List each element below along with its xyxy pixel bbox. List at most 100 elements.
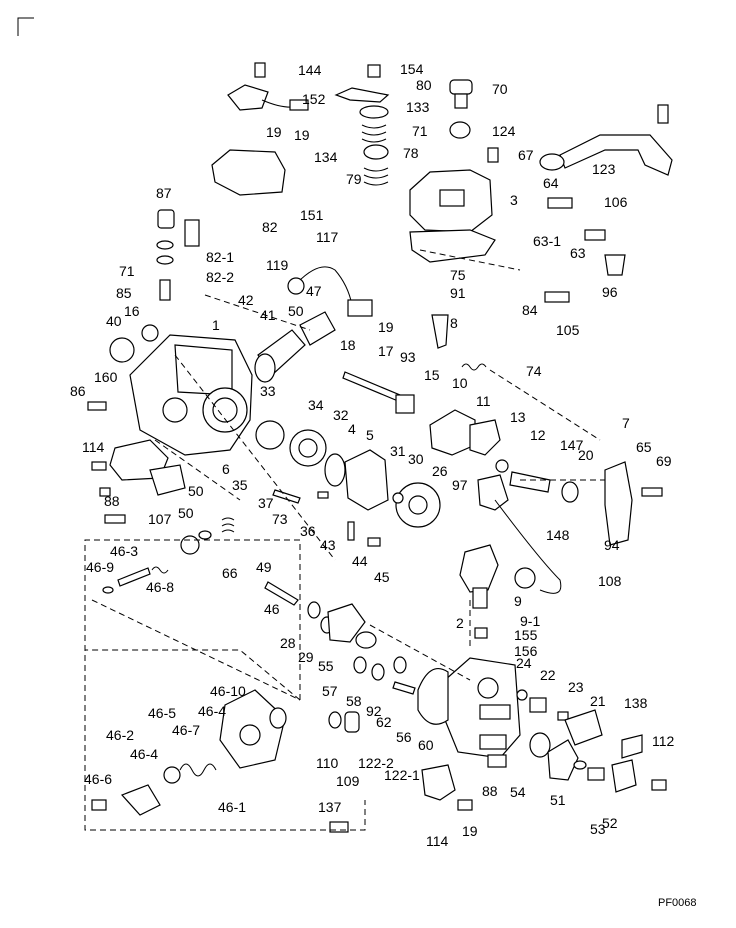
part-label: 28 xyxy=(280,635,296,651)
part-label: 53 xyxy=(590,821,606,837)
part-label: 93 xyxy=(400,349,416,365)
corner-mark xyxy=(17,17,34,36)
part-label: 160 xyxy=(94,369,118,385)
adjust-screw xyxy=(449,79,499,163)
part-label: 5 xyxy=(366,427,374,443)
part-label: 144 xyxy=(298,62,322,78)
part-label: 34 xyxy=(308,397,324,413)
part-label: 49 xyxy=(256,559,272,575)
part-label: 46-3 xyxy=(110,543,138,559)
part-label: 134 xyxy=(314,149,338,165)
part-label: 29 xyxy=(298,649,314,665)
part-label: 31 xyxy=(390,443,406,459)
part-label: 138 xyxy=(624,695,648,711)
part-label: 6 xyxy=(222,461,230,477)
part-label: 105 xyxy=(556,322,580,338)
part-label: 86 xyxy=(70,383,86,399)
part-label: 123 xyxy=(592,161,616,177)
part-label: 21 xyxy=(590,693,606,709)
part-label: 40 xyxy=(106,313,122,329)
part-label: 46-7 xyxy=(172,722,200,738)
feed-pump-10 xyxy=(429,409,476,456)
part-label: 62 xyxy=(376,714,392,730)
part-label: 70 xyxy=(492,81,508,97)
part-label: 55 xyxy=(318,658,334,674)
part-label: 114 xyxy=(426,833,449,849)
part-label: 22 xyxy=(540,667,556,683)
solenoid-108 xyxy=(459,544,499,593)
part-label: 9-1 xyxy=(520,613,540,629)
part-label: 148 xyxy=(546,527,570,543)
governor-spring-stack xyxy=(334,64,390,186)
part-label: 32 xyxy=(333,407,349,423)
part-label: 43 xyxy=(320,537,336,553)
part-label: 87 xyxy=(156,185,172,201)
part-label: 8 xyxy=(450,315,458,331)
part-label: 114 xyxy=(82,439,105,455)
part-label: 63-1 xyxy=(533,233,561,249)
part-label: 3 xyxy=(510,192,518,208)
sensor-wire-117 xyxy=(297,266,353,306)
part-label: 46-6 xyxy=(84,771,112,787)
part-label: 66 xyxy=(222,565,238,581)
rotor-5 xyxy=(344,449,389,511)
pump-housing xyxy=(129,334,253,456)
part-label: 1 xyxy=(212,317,220,333)
part-label: 46-4 xyxy=(198,703,226,719)
part-label: 46-10 xyxy=(210,683,246,699)
part-label: 79 xyxy=(346,171,362,187)
part-label: 46-5 xyxy=(148,705,176,721)
part-label: 37 xyxy=(258,495,274,511)
part-label: 35 xyxy=(232,477,248,493)
part-label: 24 xyxy=(516,655,532,671)
part-label: 13 xyxy=(510,409,526,425)
part-label: 44 xyxy=(352,553,368,569)
part-label: 50 xyxy=(178,505,194,521)
part-label: 63 xyxy=(570,245,586,261)
part-label: 106 xyxy=(604,194,628,210)
part-label: 82-1 xyxy=(206,249,234,265)
part-label: 117 xyxy=(316,229,339,245)
governor-cover xyxy=(409,169,496,263)
part-label: 56 xyxy=(396,729,412,745)
part-label: 82-2 xyxy=(206,269,234,285)
part-label: 96 xyxy=(602,284,618,300)
part-label: 119 xyxy=(266,257,289,273)
part-label: 57 xyxy=(322,683,338,699)
part-label: 137 xyxy=(318,799,342,815)
part-label: 19 xyxy=(266,124,282,140)
part-label: 54 xyxy=(510,784,526,800)
part-label: 60 xyxy=(418,737,434,753)
part-label: 97 xyxy=(452,477,468,493)
part-label: 64 xyxy=(543,175,559,191)
part-label: 112 xyxy=(652,733,675,749)
part-label: 58 xyxy=(346,693,362,709)
part-label: 17 xyxy=(378,343,394,359)
part-label: 156 xyxy=(514,643,538,659)
drawing-code: PF0068 xyxy=(658,897,697,909)
part-label: 71 xyxy=(412,123,428,139)
part-label: 110 xyxy=(316,755,339,771)
part-label: 7 xyxy=(622,415,630,431)
part-label: 46-2 xyxy=(106,727,134,743)
part-label: 30 xyxy=(408,451,424,467)
bracket-7 xyxy=(604,461,633,546)
part-label: 69 xyxy=(656,453,672,469)
part-label: 9 xyxy=(514,593,522,609)
part-label: 71 xyxy=(119,263,135,279)
part-label: 84 xyxy=(522,302,538,318)
part-label: 46-4 xyxy=(130,746,158,762)
part-label: 151 xyxy=(300,207,324,223)
part-label: 133 xyxy=(406,99,430,115)
hydraulic-head-2 xyxy=(444,657,521,759)
part-label: 45 xyxy=(374,569,390,585)
wire-bracket xyxy=(227,62,309,111)
part-label: 46-1 xyxy=(218,799,246,815)
part-label: 51 xyxy=(550,792,566,808)
part-label: 78 xyxy=(403,145,419,161)
part-label: 11 xyxy=(476,393,491,409)
part-label: 10 xyxy=(452,375,468,391)
